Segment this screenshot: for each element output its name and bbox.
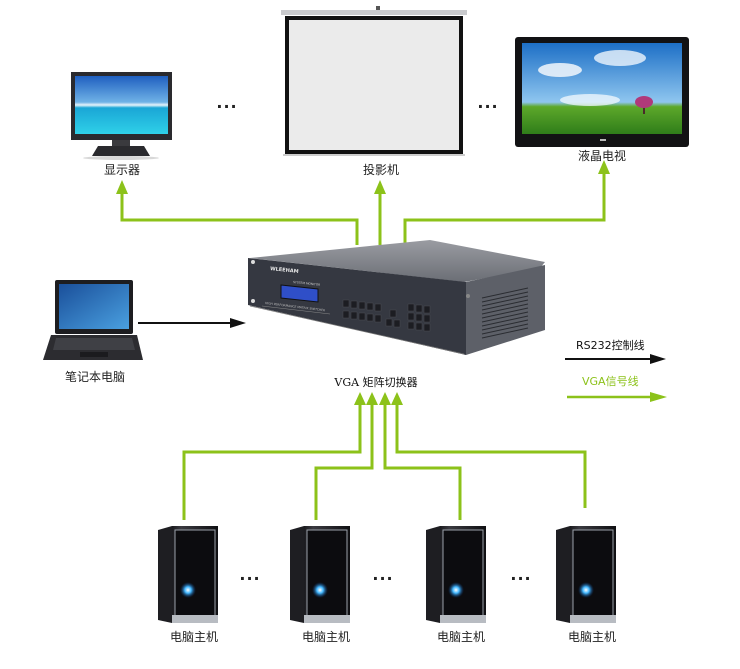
vga-line-to-monitor xyxy=(120,192,359,245)
projector-ellipsis: ... xyxy=(477,93,498,112)
monitor-device: 显示器 xyxy=(71,72,172,177)
legend-vga-label: VGA信号线 xyxy=(582,374,639,388)
rs232-arrowhead xyxy=(230,318,246,328)
vga-line-host-3 xyxy=(383,400,462,520)
host-4: 电脑主机 xyxy=(556,526,616,644)
pc-tower-icon xyxy=(556,526,616,623)
vga-line-to-tv xyxy=(403,172,606,245)
laptop-device: 笔记本电脑 xyxy=(43,280,143,384)
arrowhead-input-2 xyxy=(366,392,378,405)
laptop-label: 笔记本电脑 xyxy=(65,369,125,384)
lcd-monitor-icon xyxy=(71,72,172,160)
legend-vga-arrowhead xyxy=(650,392,667,402)
arrowhead-input-3 xyxy=(379,392,391,405)
legend-rs232-arrowhead xyxy=(650,354,666,364)
monitor-label: 显示器 xyxy=(104,163,140,177)
monitor-ellipsis: ... xyxy=(216,93,237,112)
legend-rs232-label: RS232控制线 xyxy=(576,338,645,352)
legend: RS232控制线 VGA信号线 xyxy=(565,338,667,402)
rs232-line-laptop xyxy=(138,318,246,328)
vga-line-host-1 xyxy=(182,400,362,520)
arrowhead-input-4 xyxy=(391,392,403,405)
switcher-brand: WLEEHAM xyxy=(270,266,299,275)
host-ellipsis-2: ... xyxy=(372,565,393,584)
arrowhead-tv xyxy=(598,160,610,174)
host-3: 电脑主机 xyxy=(426,526,486,644)
host-label: 电脑主机 xyxy=(437,630,485,644)
lcd-tv-device: 液晶电视 xyxy=(515,37,689,163)
projector-label: 投影机 xyxy=(363,162,399,177)
host-1: 电脑主机 xyxy=(158,526,218,644)
projector-device: 投影机 xyxy=(281,6,467,177)
arrowhead-monitor xyxy=(116,180,128,194)
host-ellipsis-1: ... xyxy=(239,565,260,584)
host-label: 电脑主机 xyxy=(170,630,218,644)
lcd-display xyxy=(280,284,319,303)
pc-tower-icon xyxy=(426,526,486,623)
input-arrowheads xyxy=(354,392,403,405)
output-arrowheads xyxy=(116,160,610,194)
host-2: 电脑主机 xyxy=(290,526,350,644)
laptop-icon xyxy=(43,280,143,360)
arrowhead-projector xyxy=(374,180,386,194)
host-label: 电脑主机 xyxy=(302,630,350,644)
projector-screen-icon xyxy=(281,6,467,156)
pc-tower-icon xyxy=(290,526,350,623)
vga-line-host-2 xyxy=(314,400,374,520)
matrix-switcher-icon: WLEEHAM SYSTEM MONITOR HIGH PERFORMANCE … xyxy=(248,240,545,355)
switcher-label: VGA 矩阵切换器 xyxy=(333,375,417,389)
output-vga-lines xyxy=(120,172,606,245)
switcher-panel-title: SYSTEM MONITOR xyxy=(293,280,321,287)
vent-grille xyxy=(481,287,529,339)
vga-line-host-4 xyxy=(395,400,587,508)
switcher-panel-subtitle: HIGH PERFORMANCE MATRIX SWITCHER xyxy=(265,301,325,312)
arrowhead-input-1 xyxy=(354,392,366,405)
pc-tower-icon xyxy=(158,526,218,623)
lcd-tv-label: 液晶电视 xyxy=(578,148,626,163)
front-panel-buttons xyxy=(342,299,431,332)
host-ellipsis-3: ... xyxy=(510,565,531,584)
host-label: 电脑主机 xyxy=(568,630,616,644)
lcd-tv-icon xyxy=(515,37,689,147)
input-vga-lines xyxy=(182,400,587,520)
